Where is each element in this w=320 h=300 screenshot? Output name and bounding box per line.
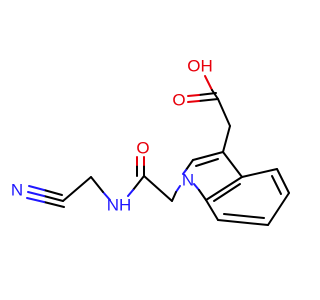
bond-c3a-c7a-inner bbox=[213, 183, 241, 202]
bond-c2-n1-blue bbox=[182, 169, 187, 175]
bond-amide-c-nh bbox=[132, 175, 145, 191]
bond-ch2-cn bbox=[43, 195, 64, 202]
bond-acid-c-ch2 bbox=[217, 98, 231, 127]
bond-acid-c-o-red bbox=[187, 100, 200, 103]
bond-c3-c2-double bbox=[195, 158, 219, 167]
bond-cn-triple-b-blue bbox=[26, 197, 45, 203]
bond-nh-ch2-blue bbox=[102, 191, 111, 201]
bond-c4-c5 bbox=[276, 168, 290, 194]
bond-nh-ch2 bbox=[90, 176, 104, 193]
bond-c5-c6 bbox=[267, 192, 290, 226]
bond-oh-c-black bbox=[211, 89, 219, 100]
amide-carbonyl-oxygen-label: O bbox=[136, 139, 149, 158]
bond-cn-triple-a-blue bbox=[28, 185, 45, 191]
bond-acid-c-o bbox=[198, 98, 219, 102]
bond-c2-n1 bbox=[185, 159, 194, 171]
molecule-svg: OH O O N NH N bbox=[11, 57, 290, 226]
acid-carbonyl-oxygen-label: O bbox=[172, 91, 185, 110]
bond-cn-triple-a bbox=[43, 189, 63, 196]
bond-amide-c-nh-blue bbox=[127, 189, 134, 197]
bond-n1-ch2-blue bbox=[175, 185, 181, 193]
bond-n1-ch2 bbox=[171, 191, 177, 202]
bond-ch2-c3 bbox=[222, 125, 231, 153]
indole-nitrogen-label: N bbox=[182, 171, 194, 190]
bond-oh-c bbox=[204, 75, 213, 91]
bond-c3a-c7a bbox=[205, 176, 243, 201]
bond-ch2-amide-c bbox=[143, 175, 173, 202]
bond-c4-c5-double bbox=[271, 175, 282, 195]
bond-cn-blue bbox=[27, 191, 45, 197]
nitrile-nitrogen-label: N bbox=[11, 181, 23, 200]
bond-cn-triple-b bbox=[43, 201, 65, 208]
bond-c6-c7-double bbox=[223, 213, 265, 219]
bond-c7-c7a bbox=[205, 199, 219, 221]
bond-ch2-ch2 bbox=[62, 176, 92, 202]
bond-n1-c7a bbox=[198, 189, 207, 201]
bond-c6-c7 bbox=[217, 219, 269, 226]
structure-diagram: OH O O N NH N bbox=[11, 57, 290, 226]
amide-nh-label: NH bbox=[107, 196, 132, 215]
bond-c3a-c4 bbox=[241, 168, 278, 178]
bond-acid-c-o-double bbox=[198, 92, 217, 96]
bond-c3-c3a bbox=[222, 151, 243, 178]
bond-acid-c-o-double-red bbox=[187, 94, 200, 97]
bond-c3-c2 bbox=[192, 151, 224, 161]
hydroxyl-label: OH bbox=[187, 57, 213, 76]
bond-n1-c7a-blue bbox=[193, 183, 200, 191]
